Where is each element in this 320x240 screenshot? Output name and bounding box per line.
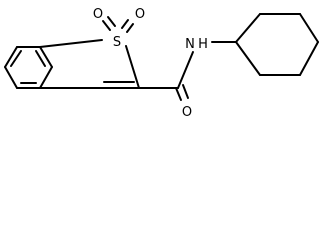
- bond: [121, 19, 129, 29]
- bond: [299, 41, 319, 76]
- bond: [235, 13, 261, 43]
- bond: [126, 23, 134, 33]
- carbonyl-oxygen-label: O: [182, 105, 192, 120]
- atom-labels: S O O N H O: [93, 7, 208, 120]
- bond: [10, 50, 22, 67]
- bond: [125, 45, 140, 89]
- bond: [107, 16, 116, 27]
- bond: [102, 20, 111, 31]
- sulfur-atom-label: S: [113, 35, 121, 50]
- bond: [4, 46, 18, 68]
- bonds: [4, 13, 319, 101]
- amide-nitrogen-label: N: [185, 37, 195, 52]
- bond: [4, 66, 18, 89]
- bond: [39, 39, 103, 48]
- bond: [39, 66, 53, 89]
- sulfonyl-oxygen-left-label: O: [93, 7, 103, 22]
- amide-hydrogen-label: H: [198, 37, 208, 52]
- bond: [35, 50, 46, 67]
- bond: [299, 13, 319, 43]
- bond: [39, 46, 53, 68]
- bond: [175, 87, 182, 101]
- sulfonyl-oxygen-right-label: O: [135, 7, 145, 22]
- bond: [182, 84, 189, 99]
- bond: [177, 51, 194, 89]
- chemical-structure: S O O N H O: [4, 7, 319, 120]
- bond: [235, 41, 261, 76]
